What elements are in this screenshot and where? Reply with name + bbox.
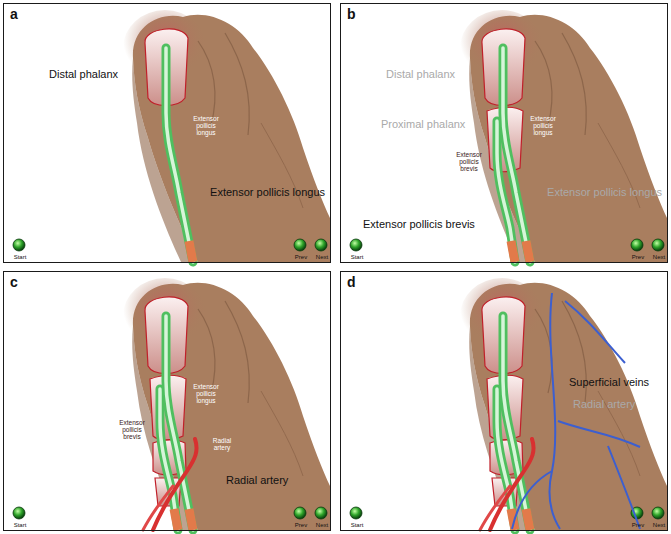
structure-label: Distal phalanx (49, 68, 118, 80)
structure-label: Extensor pollicis longus (210, 186, 325, 198)
panel-letter: c (10, 274, 18, 290)
tendon-label: Extensor pollicis brevis (453, 152, 485, 172)
panel-letter: d (347, 274, 356, 290)
dimmed-label: Extensor pollicis longus (547, 186, 662, 198)
figure-panel: bDistal phalanxProximal phalanxExtensor … (340, 3, 668, 263)
button-label: Prev (632, 254, 644, 260)
button-label: Start (351, 522, 364, 528)
radial-artery (480, 439, 534, 530)
panel-d-art (350, 278, 667, 530)
tendon-label: Extensor pollicis longus (191, 116, 221, 136)
figure-panel: aDistal phalanxExtensor pollicis longusE… (3, 3, 331, 263)
hand (13, 10, 330, 262)
structure-label: Radial artery (226, 474, 288, 486)
panel-b-art (350, 10, 667, 262)
button-label: Prev (295, 522, 307, 528)
superficial-veins (512, 293, 640, 529)
hand (13, 278, 330, 530)
button-label: Prev (632, 522, 644, 528)
button-label: Start (351, 254, 364, 260)
figure-panel: dSuperficial veinsRadial arteryStart Prev… (340, 271, 668, 531)
dimmed-label: Distal phalanx (386, 68, 455, 80)
button-label: Next (653, 522, 665, 528)
panel-letter: b (347, 6, 356, 22)
button-label: Start (14, 522, 27, 528)
tendon-label: Extensor pollicis brevis (116, 420, 148, 440)
tendon-label: Extensor pollicis longus (528, 116, 558, 136)
radial-artery (143, 439, 197, 530)
hand (350, 10, 667, 262)
panel-letter: a (10, 6, 18, 22)
epl-tendon (503, 48, 530, 262)
figure-panel: cExtensor pollicis brevis Extensor pollic… (3, 271, 331, 531)
dimmed-label: Proximal phalanx (381, 118, 465, 130)
dimmed-label: Radial artery (573, 398, 635, 410)
tendon-label: Extensor pollicis longus (191, 384, 221, 404)
button-label: Prev (295, 254, 307, 260)
button-label: Next (316, 254, 328, 260)
hand (350, 278, 667, 530)
tendon-label: Radial artery (207, 438, 237, 452)
button-label: Next (653, 254, 665, 260)
button-label: Next (316, 522, 328, 528)
structure-label: Superficial veins (569, 376, 649, 388)
button-label: Start (14, 254, 27, 260)
panel-a-art (13, 10, 330, 262)
epl-tendon (166, 48, 193, 262)
panel-c-art (13, 278, 330, 530)
structure-label: Extensor pollicis brevis (363, 218, 475, 230)
